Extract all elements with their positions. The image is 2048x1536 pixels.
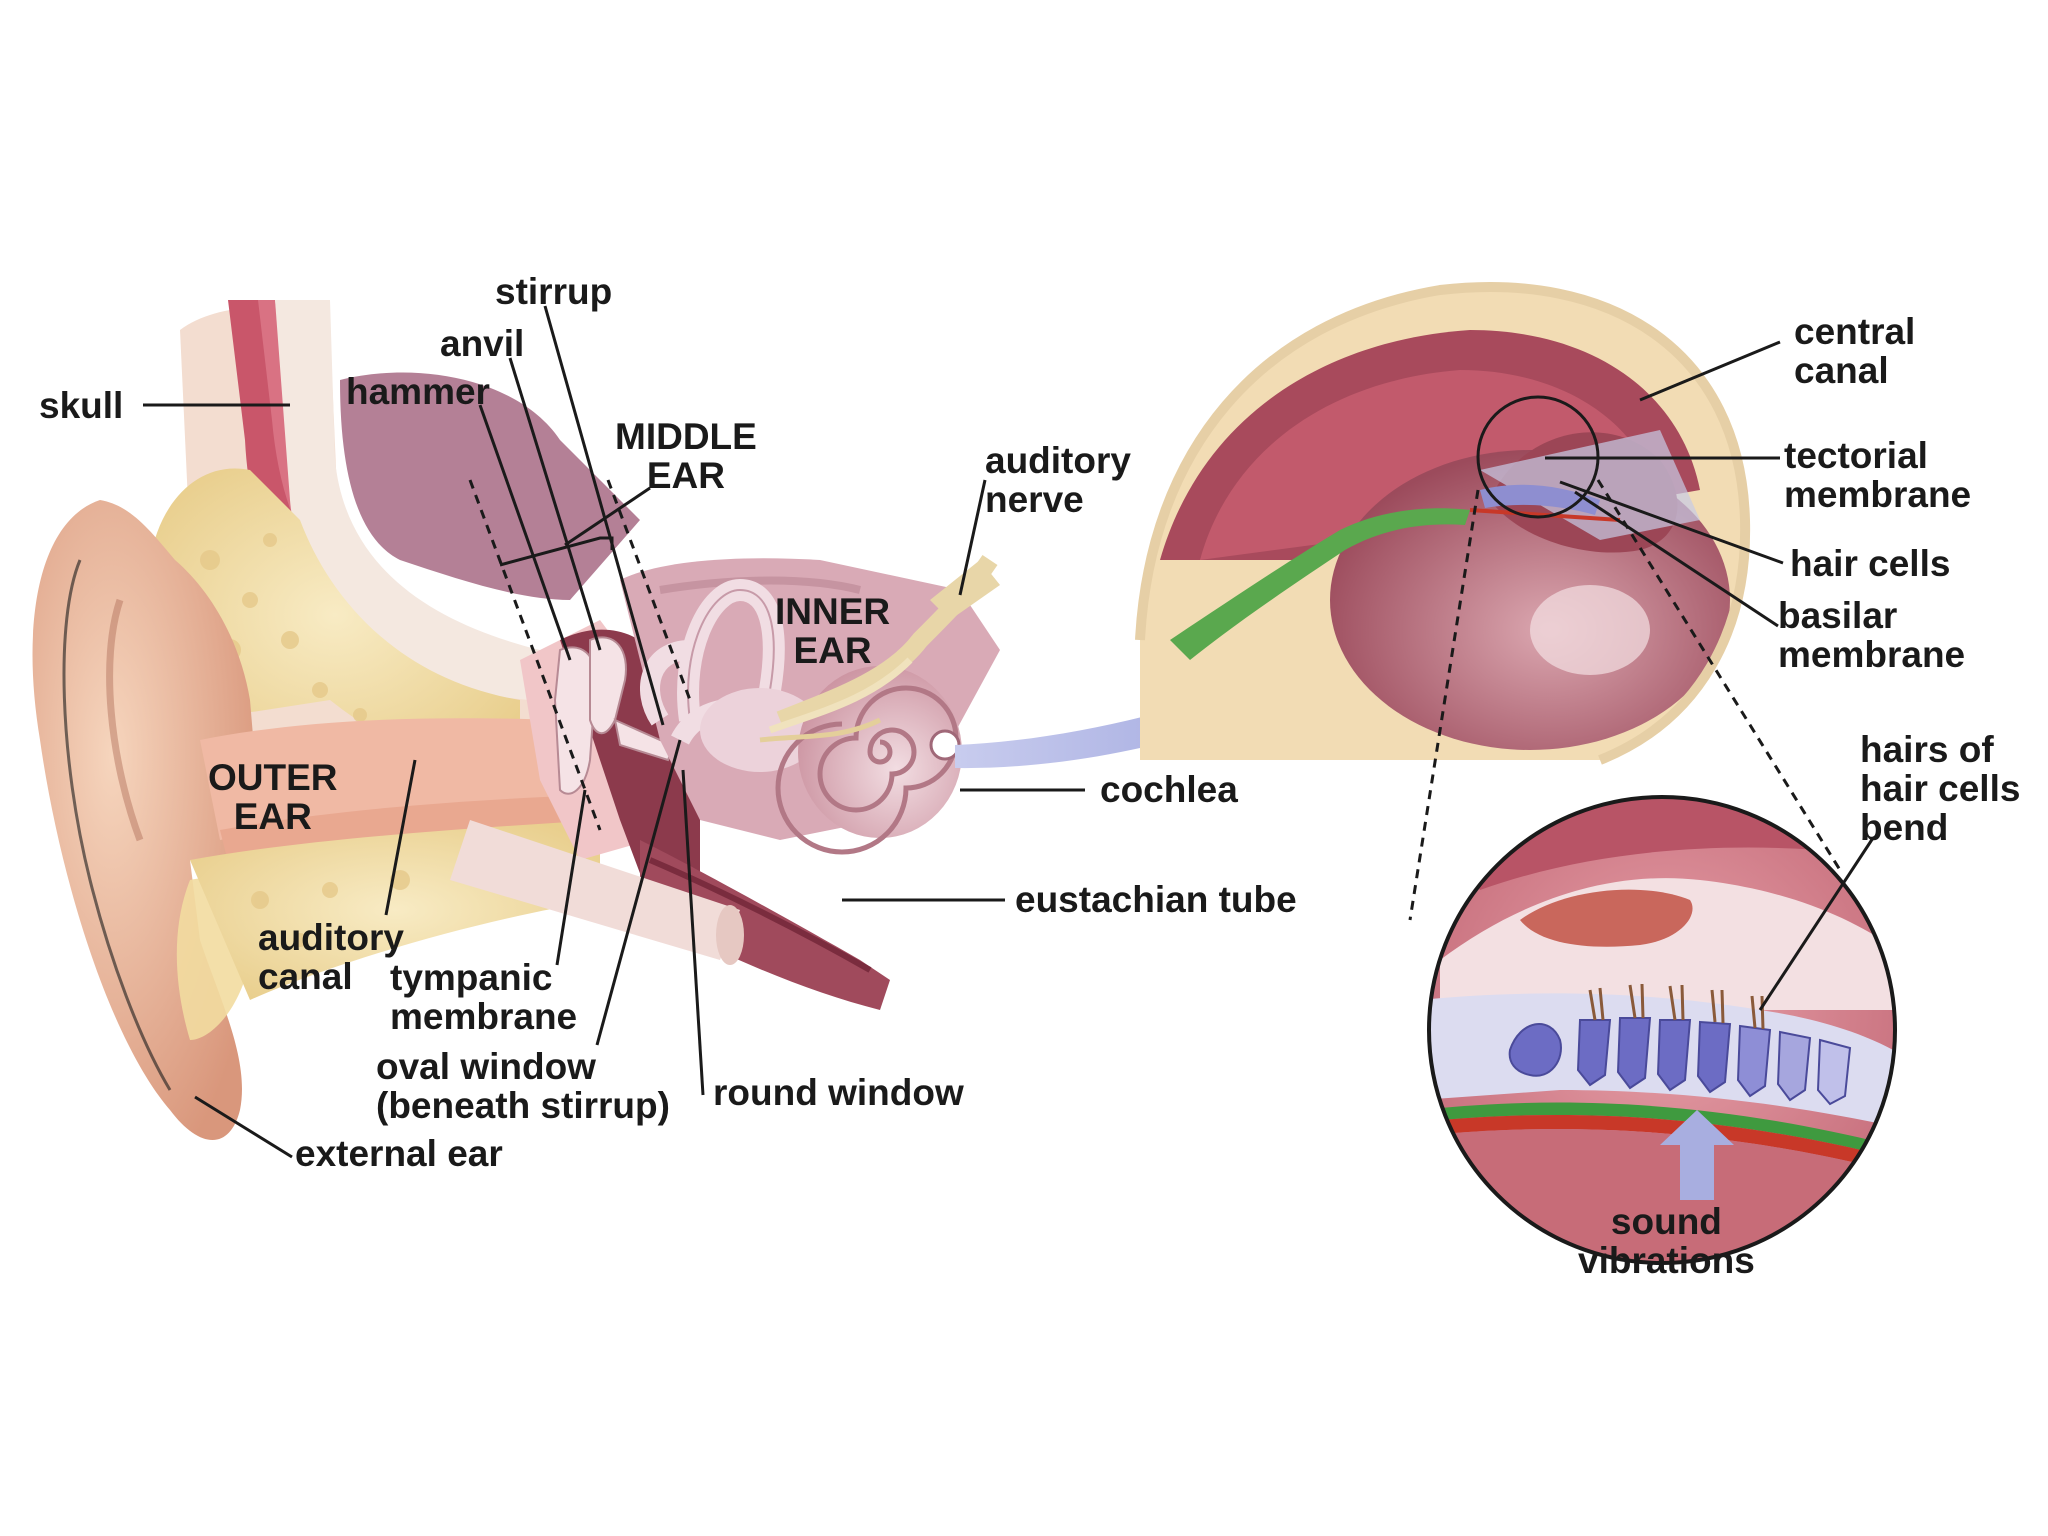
anvil-bone: [589, 636, 627, 735]
label-eustachian-tube: eustachian tube: [1015, 879, 1297, 920]
label-skull: skull: [39, 385, 124, 426]
label-cochlea: cochlea: [1100, 769, 1238, 810]
zoom-circle: [1427, 795, 1897, 1265]
label-round-window: round window: [713, 1072, 964, 1113]
label-stirrup: stirrup: [495, 271, 613, 312]
label-anvil: anvil: [440, 323, 525, 364]
label-hair-cells: hair cells: [1790, 543, 1951, 584]
label-external-ear: external ear: [295, 1133, 503, 1174]
label-oval-window: oval window(beneath stirrup): [376, 1046, 670, 1126]
cochlea-section: [1135, 282, 1751, 765]
ear-canal: [200, 718, 600, 840]
label-hammer: hammer: [346, 371, 490, 412]
middle-ear-cavity-roof: [340, 372, 640, 600]
skull-muscle: [228, 300, 380, 640]
